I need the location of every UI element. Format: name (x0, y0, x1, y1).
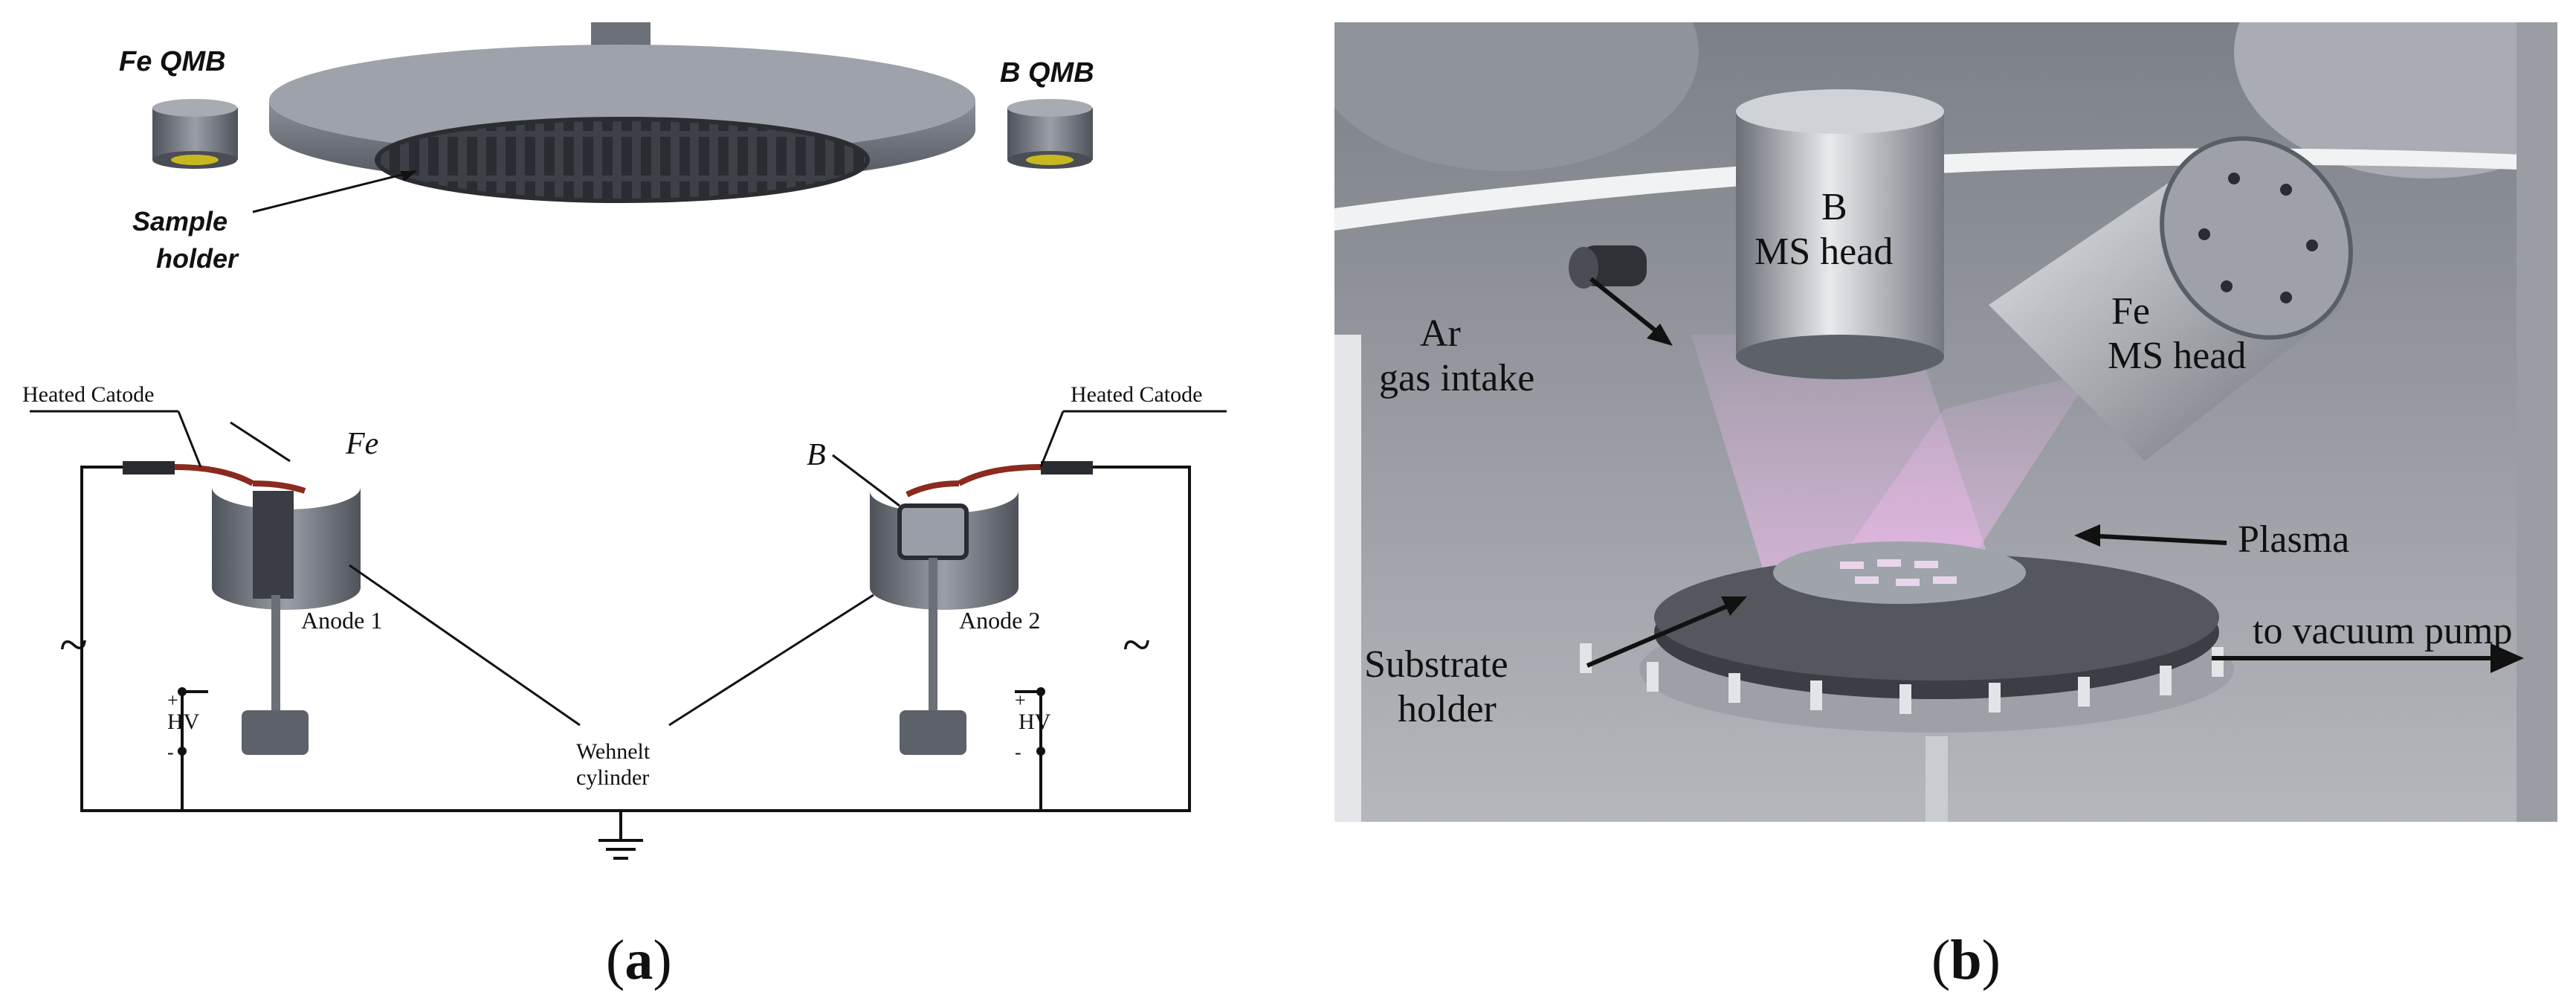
ar-gas-nozzle (1569, 245, 1647, 289)
sample-holder-label-line2: holder (156, 243, 239, 274)
chamber-rim (1334, 148, 2557, 231)
fe-ms-head (1989, 136, 2353, 461)
sample-holder-assembly (269, 22, 975, 203)
ar-label-line2: gas intake (1379, 357, 1534, 399)
b-ms-head (1736, 89, 1944, 379)
wehnelt-label-line2: cylinder (576, 765, 649, 790)
ac-source-left: ~ (59, 617, 88, 674)
anode-1-assembly (212, 487, 361, 755)
dome-left (1334, 22, 1699, 171)
anode-2-rod (929, 558, 937, 710)
panel-a-schematic: Fe QMB B QMB Sample holder (22, 22, 1227, 860)
holder-disk-top (269, 45, 975, 156)
caption-b-open: ( (1931, 929, 1951, 991)
b-qmb-sensor (1007, 99, 1093, 169)
sample-holder-pointer (252, 170, 417, 213)
substrate-label-line2: holder (1398, 688, 1497, 730)
pointer-arrows (1586, 277, 2524, 673)
vacuum-pump-label: to vacuum pump (2253, 610, 2513, 652)
wehnelt-pointers (30, 410, 1227, 727)
hv-right-plus: + (1015, 689, 1026, 711)
hv-left-minus: - (167, 741, 174, 763)
hv-right-minus: - (1015, 741, 1021, 763)
schematic-svg: Fe QMB B QMB Sample holder (22, 22, 1227, 860)
anode-1-rod (271, 595, 280, 710)
b-ms-head-label-line1: B (1821, 186, 1847, 228)
b-target-label: B (807, 438, 826, 472)
heated-catode-right-wire (906, 461, 1093, 498)
sample-grid (375, 117, 870, 203)
dome-right (2234, 22, 2557, 178)
b-qmb-label: B QMB (1000, 57, 1094, 89)
hv-left-label: HV (167, 710, 200, 734)
heated-catode-left-label: Heated Catode (22, 382, 154, 407)
caption-a-open: ( (606, 929, 625, 991)
ac-source-right: ~ (1123, 617, 1151, 674)
heated-catode-left-wire (123, 461, 306, 494)
substrate-holder-disk (1580, 541, 2234, 822)
sample-holder-arrowhead (400, 171, 416, 181)
hv-terminals (178, 687, 1045, 756)
anode-2-base (900, 710, 966, 755)
fe-qmb-sensor (152, 99, 238, 169)
fe-ms-head-label-line1: Fe (2111, 290, 2150, 332)
panel-b-rendering: B MS head Fe MS head Ar gas intake Plasm… (1334, 22, 2557, 822)
fe-target (253, 491, 294, 599)
heated-catode-right-label: Heated Catode (1071, 382, 1202, 407)
fe-target-label: Fe (345, 427, 378, 461)
caption-b: (b) (1931, 928, 2001, 993)
anode-1-label: Anode 1 (301, 607, 382, 634)
substrate-label-line1: Substrate (1364, 643, 1508, 686)
anode-2-assembly (870, 491, 1019, 755)
caption-b-close: ) (1981, 929, 2001, 991)
caption-a-letter: a (624, 929, 653, 991)
fe-ms-head-label-line2: MS head (2108, 335, 2246, 377)
chamber-post-left (1334, 335, 1361, 822)
chamber-wall-right (2517, 22, 2557, 822)
caption-a: (a) (606, 928, 672, 993)
wehnelt-label-line1: Wehnelt (576, 739, 651, 764)
anode-1-base (242, 710, 309, 755)
anode-2-label: Anode 2 (959, 607, 1040, 634)
chamber-svg: B MS head Fe MS head Ar gas intake Plasm… (1334, 22, 2557, 822)
b-target (897, 503, 969, 560)
substrate-shaft (1925, 736, 1948, 822)
caption-b-letter: b (1950, 929, 1982, 991)
plasma-label: Plasma (2238, 518, 2349, 561)
ar-label-line1: Ar (1420, 312, 1461, 355)
hv-left-plus: + (167, 689, 178, 711)
caption-a-close: ) (653, 929, 672, 991)
sample-holder-label-line1: Sample (132, 206, 227, 237)
fe-qmb-label: Fe QMB (119, 46, 226, 77)
b-ms-head-label-line2: MS head (1755, 231, 1893, 273)
circuit-wires (80, 466, 1191, 860)
hv-right-label: HV (1019, 710, 1051, 734)
